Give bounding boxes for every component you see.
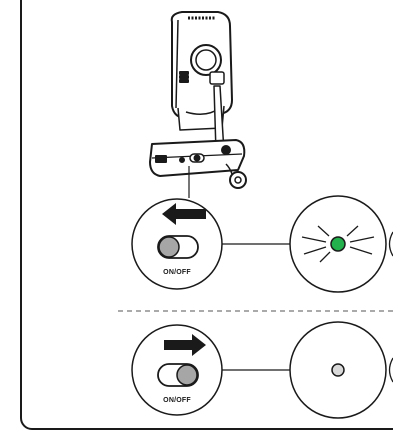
onoff-label: ON/OFF [163,397,191,404]
toggle-switch-icon [157,235,199,259]
switch-on-row [131,195,393,293]
led-indicator-icon [331,363,345,377]
baby-monitor-camera-icon [149,11,247,189]
onoff-label: ON/OFF [163,269,191,276]
arrow-right-icon [164,334,206,356]
led-indicator-icon [301,225,375,263]
switch-off-row [131,321,393,419]
arrow-left-icon [162,203,206,225]
toggle-switch-icon [157,363,199,387]
instruction-frame [20,0,393,430]
